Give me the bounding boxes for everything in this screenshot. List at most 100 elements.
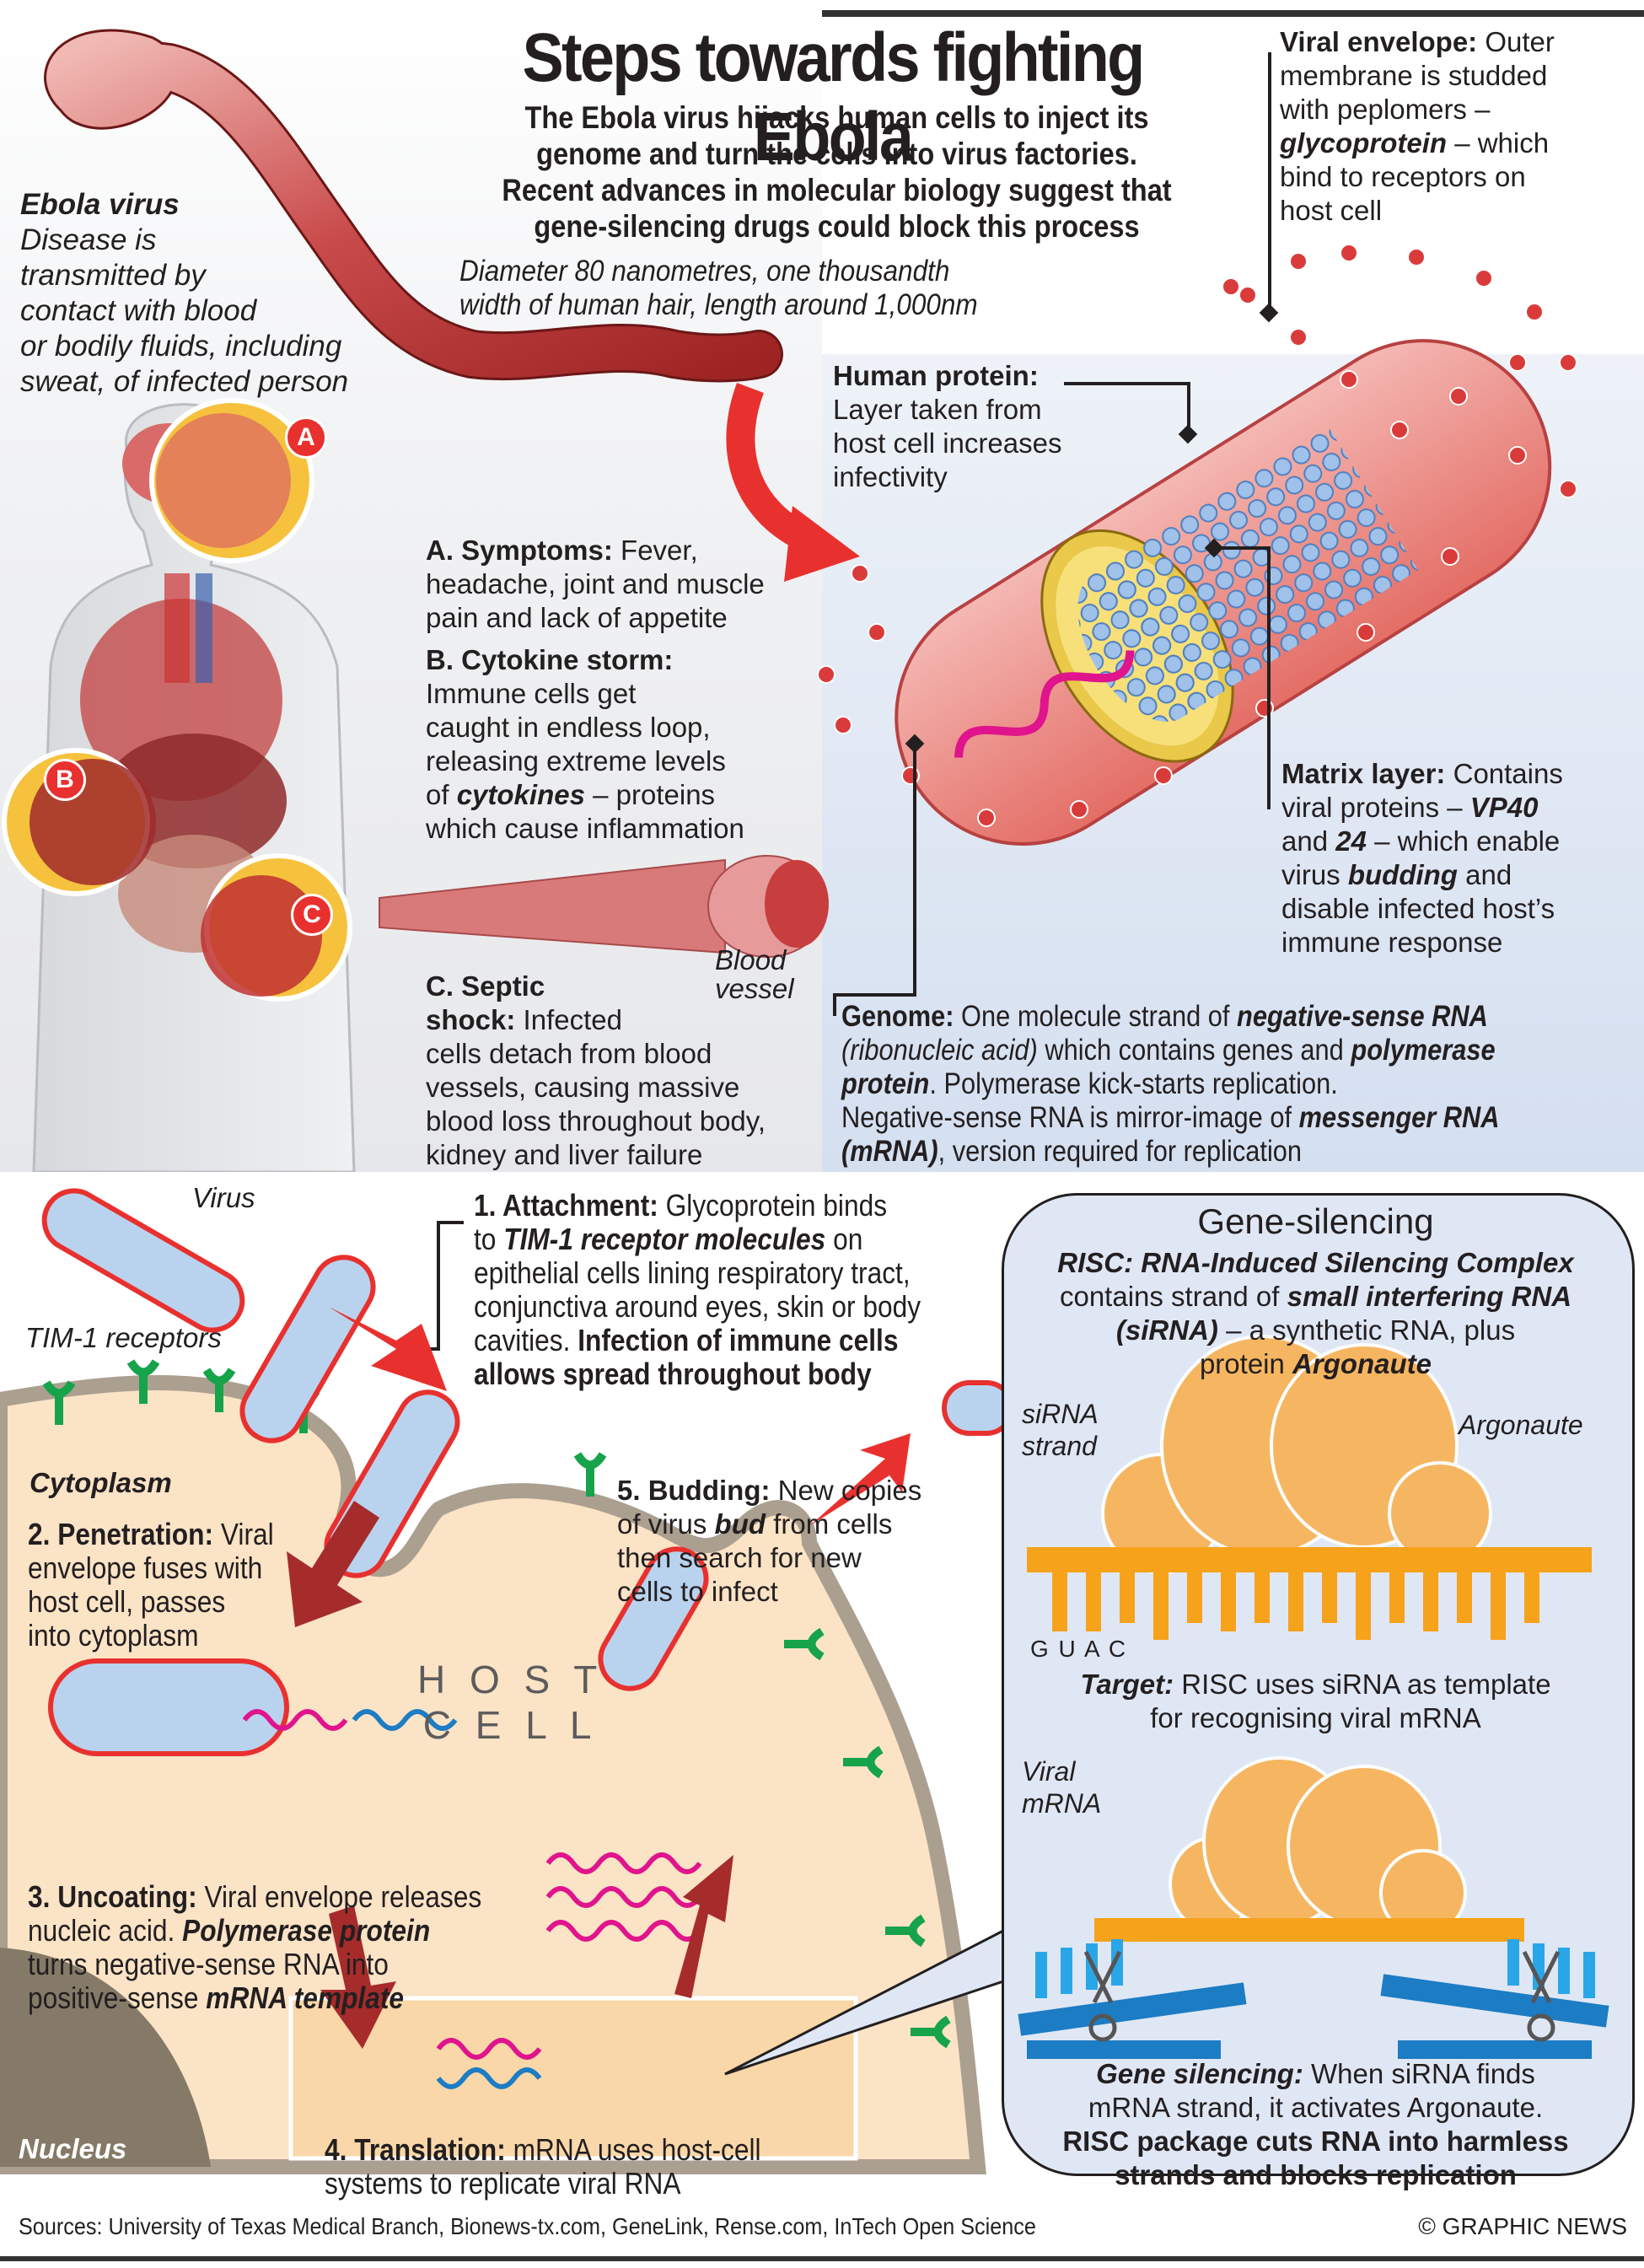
text: – which enable [1366, 825, 1561, 857]
description-line: Disease is [20, 223, 157, 256]
text: strand [1022, 1431, 1097, 1461]
text: – a synthetic RNA, plus [1217, 1314, 1516, 1346]
text: Viral envelope releases [196, 1879, 482, 1914]
text: Viral [1022, 1756, 1076, 1787]
genome-label: Genome: [841, 1000, 954, 1033]
description-line: contact with blood [20, 294, 257, 327]
matrix-layer-label: Matrix layer: [1281, 758, 1446, 789]
step4-translation: 4. Translation: mRNA uses host-cell syst… [325, 2133, 799, 2201]
credit: © GRAPHIC NEWS [1418, 2213, 1627, 2239]
step1-attachment: 1. Attachment: Glycoprotein binds to TIM… [474, 1189, 978, 1391]
term: messenger RNA [1298, 1101, 1500, 1134]
matrix-layer-callout: Matrix layer: Contains viral proteins – … [1281, 757, 1644, 959]
text: RISC package cuts RNA into harmless [1062, 2126, 1569, 2157]
marker-b: B [44, 759, 86, 801]
vp40-term: VP40 [1469, 792, 1539, 823]
text: When siRNA finds [1303, 2058, 1535, 2089]
text: mRNA strand, it activates Argonaute. [1088, 2092, 1544, 2123]
step1-label: 1. Attachment: [474, 1188, 658, 1223]
text: vessels, causing massive [426, 1072, 740, 1103]
subtitle-line: genome and turn the cells into virus fac… [536, 137, 1137, 171]
arrow-to-virus-icon [726, 383, 860, 582]
page-title: Steps towards fighting Ebola [522, 19, 1145, 175]
text: systems to replicate viral RNA [325, 2166, 681, 2201]
text: which cause inflammation [426, 813, 744, 844]
step2-label: 2. Penetration: [28, 1517, 214, 1551]
text: mRNA uses host-cell [505, 2132, 761, 2167]
symptom-a-label: A. Symptoms: [426, 535, 613, 566]
term: bud [714, 1508, 766, 1540]
term: protein [841, 1067, 930, 1100]
text: One molecule strand of [954, 1000, 1238, 1033]
text: envelope fuses with [28, 1551, 263, 1585]
text: cells to infect [617, 1576, 778, 1607]
text: Outer [1477, 26, 1555, 57]
top-rule [0, 10, 1644, 17]
text: host cell, passes [28, 1584, 226, 1619]
target-description: Target: RISC uses siRNA as template for … [1002, 1668, 1630, 1735]
blood-vessel-illustration [379, 855, 829, 958]
term: Polymerase protein [182, 1913, 431, 1948]
term: negative-sense RNA [1237, 1000, 1488, 1033]
text: to [474, 1222, 504, 1256]
text: C E L L [422, 1703, 599, 1747]
term: mRNA template [206, 1980, 405, 2015]
glycoprotein-term: glycoprotein [1280, 127, 1448, 159]
text: host cell [1280, 195, 1383, 226]
text: strands and blocks replication [1115, 2159, 1517, 2190]
human-protein-callout: Human protein: Layer taken from host cel… [833, 359, 1204, 494]
text: and [1457, 859, 1512, 890]
text: nucleic acid. [28, 1913, 183, 1948]
step3-uncoating: 3. Uncoating: Viral envelope releases nu… [28, 1880, 547, 2015]
text: pain and lack of appetite [426, 602, 728, 633]
text: into cytoplasm [28, 1618, 199, 1653]
text: kidney and liver failure [426, 1139, 703, 1170]
text: with peplomers – [1280, 94, 1491, 125]
subtitle-line: Recent advances in molecular biology sug… [502, 173, 1172, 207]
text: Infection of immune cells [578, 1323, 899, 1357]
text: on [825, 1222, 863, 1256]
nucleus-label: Nucleus [19, 2133, 127, 2164]
term: (siRNA) [1115, 1314, 1218, 1346]
tim1-receptors-label: TIM-1 receptors [25, 1322, 222, 1353]
ebola-virus-heading: Ebola virus [20, 188, 180, 221]
cytoplasm-label: Cytoplasm [30, 1467, 172, 1498]
text: turns negative-sense RNA into [28, 1947, 389, 1981]
argonaute-label: Argonaute [1459, 1410, 1583, 1440]
text: host cell increases [833, 427, 1062, 459]
vp24-term: 24 [1335, 825, 1367, 857]
virus-label: Virus [192, 1182, 255, 1213]
text: – which [1447, 127, 1550, 159]
text: New copies [770, 1475, 922, 1506]
text: of [426, 779, 457, 810]
text: protein [1199, 1348, 1293, 1379]
marker-a: A [285, 417, 327, 459]
subtitle-line: gene-silencing drugs could block this pr… [534, 209, 1140, 244]
text: Infected [515, 1004, 622, 1035]
virus-cutaway-illustration [895, 339, 1552, 846]
text: caught in endless loop, [426, 712, 711, 743]
text: mRNA [1022, 1788, 1102, 1819]
symptom-b: B. Cytokine storm: Immune cells get caug… [426, 643, 814, 846]
text: releasing extreme levels [426, 745, 726, 777]
viral-mrna-label: Viral mRNA [1022, 1755, 1101, 1819]
text: Immune cells get [426, 678, 637, 709]
term: TIM-1 receptor molecules [503, 1222, 826, 1256]
text: Glycoprotein binds [658, 1188, 888, 1223]
subtitle: The Ebola virus hijacks human cells to i… [471, 99, 1202, 245]
description-line: sweat, of infected person [20, 365, 349, 398]
dimensions-line: Diameter 80 nanometres, one thousandth [459, 255, 950, 288]
glycoprotein-spikes [817, 244, 1577, 827]
text: epithelial cells lining respiratory trac… [474, 1255, 911, 1290]
text: infectivity [833, 461, 948, 492]
text: vessel [715, 973, 794, 1004]
text: blood loss throughout body, [426, 1105, 766, 1137]
text: which contains genes and [1037, 1034, 1351, 1067]
text: . Polymerase kick-starts replication. [929, 1067, 1338, 1100]
text: conjunctiva around eyes, skin or body [474, 1289, 921, 1324]
text: from cells [766, 1508, 893, 1540]
risc-description: RISC: RNA-Induced Silencing Complex cont… [1002, 1246, 1630, 1381]
subtitle-line: The Ebola virus hijacks human cells to i… [524, 100, 1149, 135]
term: small interfering RNA [1287, 1281, 1572, 1312]
text: Layer taken from [833, 394, 1042, 425]
